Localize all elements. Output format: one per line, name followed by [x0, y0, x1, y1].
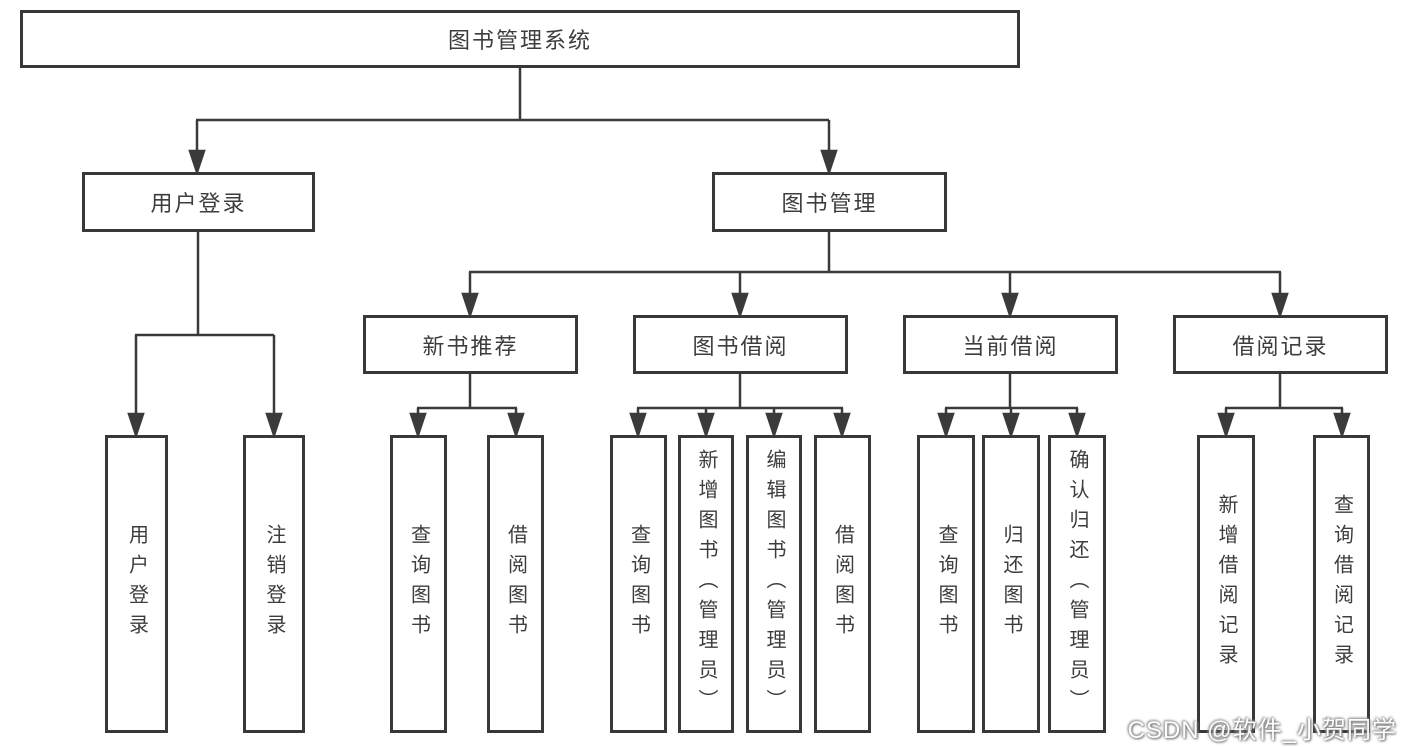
leaf-borrow-books-2: 借阅图书 — [814, 435, 871, 733]
node-user-login: 用户登录 — [82, 172, 315, 232]
leaf-logout-label: 注销登录 — [263, 524, 285, 644]
leaf-return-books: 归还图书 — [982, 435, 1040, 733]
node-book-borrowing-label: 图书借阅 — [692, 333, 789, 359]
node-current-borrowing-label: 当前借阅 — [962, 333, 1059, 359]
leaf-confirm-return-admin: 确认归还（管理员） — [1048, 435, 1106, 733]
node-book-borrowing: 图书借阅 — [633, 315, 848, 374]
csdn-watermark: CSDN @软件_小贺同学 — [1127, 717, 1397, 744]
leaf-add-borrow-record: 新增借阅记录 — [1197, 435, 1255, 733]
connector-new-book-recommend-children — [409, 374, 525, 439]
connector-root-to-level2 — [188, 68, 838, 176]
leaf-query-borrow-record-label: 查询借阅记录 — [1330, 494, 1353, 674]
leaf-borrow-books-1-label: 借阅图书 — [504, 524, 527, 644]
leaf-user-login: 用户登录 — [105, 435, 168, 733]
leaf-confirm-return-admin-label: 确认归还（管理员） — [1066, 449, 1088, 719]
node-current-borrowing: 当前借阅 — [903, 315, 1118, 374]
node-book-management-label: 图书管理 — [781, 191, 878, 216]
node-library-system: 图书管理系统 — [20, 10, 1020, 68]
node-new-book-recommend: 新书推荐 — [363, 315, 578, 374]
node-user-login-label: 用户登录 — [150, 191, 247, 216]
leaf-return-books-label: 归还图书 — [1000, 524, 1022, 644]
leaf-edit-books-admin: 编辑图书（管理员） — [746, 435, 802, 733]
leaf-query-books-2: 查询图书 — [610, 435, 667, 733]
leaf-add-books-admin: 新增图书（管理员） — [678, 435, 734, 733]
node-book-management: 图书管理 — [712, 172, 947, 232]
leaf-query-books-2-label: 查询图书 — [627, 524, 650, 644]
connector-user-login-children — [127, 232, 283, 439]
leaf-borrow-books-2-label: 借阅图书 — [831, 524, 854, 644]
leaf-borrow-books-1: 借阅图书 — [487, 435, 544, 733]
connector-book-borrowing-children — [629, 374, 851, 439]
node-new-book-recommend-label: 新书推荐 — [422, 333, 519, 359]
leaf-query-borrow-record: 查询借阅记录 — [1313, 435, 1370, 733]
leaf-user-login-label: 用户登录 — [125, 524, 148, 644]
leaf-logout: 注销登录 — [243, 435, 305, 733]
node-borrowing-records-label: 借阅记录 — [1232, 333, 1329, 359]
connector-borrowing-records-children — [1217, 374, 1351, 439]
leaf-query-books-3-label: 查询图书 — [935, 524, 957, 644]
leaf-add-books-admin-label: 新增图书（管理员） — [695, 449, 717, 719]
leaf-edit-books-admin-label: 编辑图书（管理员） — [763, 449, 785, 719]
node-borrowing-records: 借阅记录 — [1173, 315, 1388, 374]
connector-current-borrowing-children — [937, 374, 1086, 439]
leaf-query-books-1-label: 查询图书 — [407, 524, 430, 644]
connector-book-management-children — [461, 232, 1289, 319]
leaf-add-borrow-record-label: 新增借阅记录 — [1215, 494, 1237, 674]
leaf-query-books-1: 查询图书 — [390, 435, 447, 733]
node-library-system-label: 图书管理系统 — [447, 28, 592, 53]
leaf-query-books-3: 查询图书 — [917, 435, 975, 733]
